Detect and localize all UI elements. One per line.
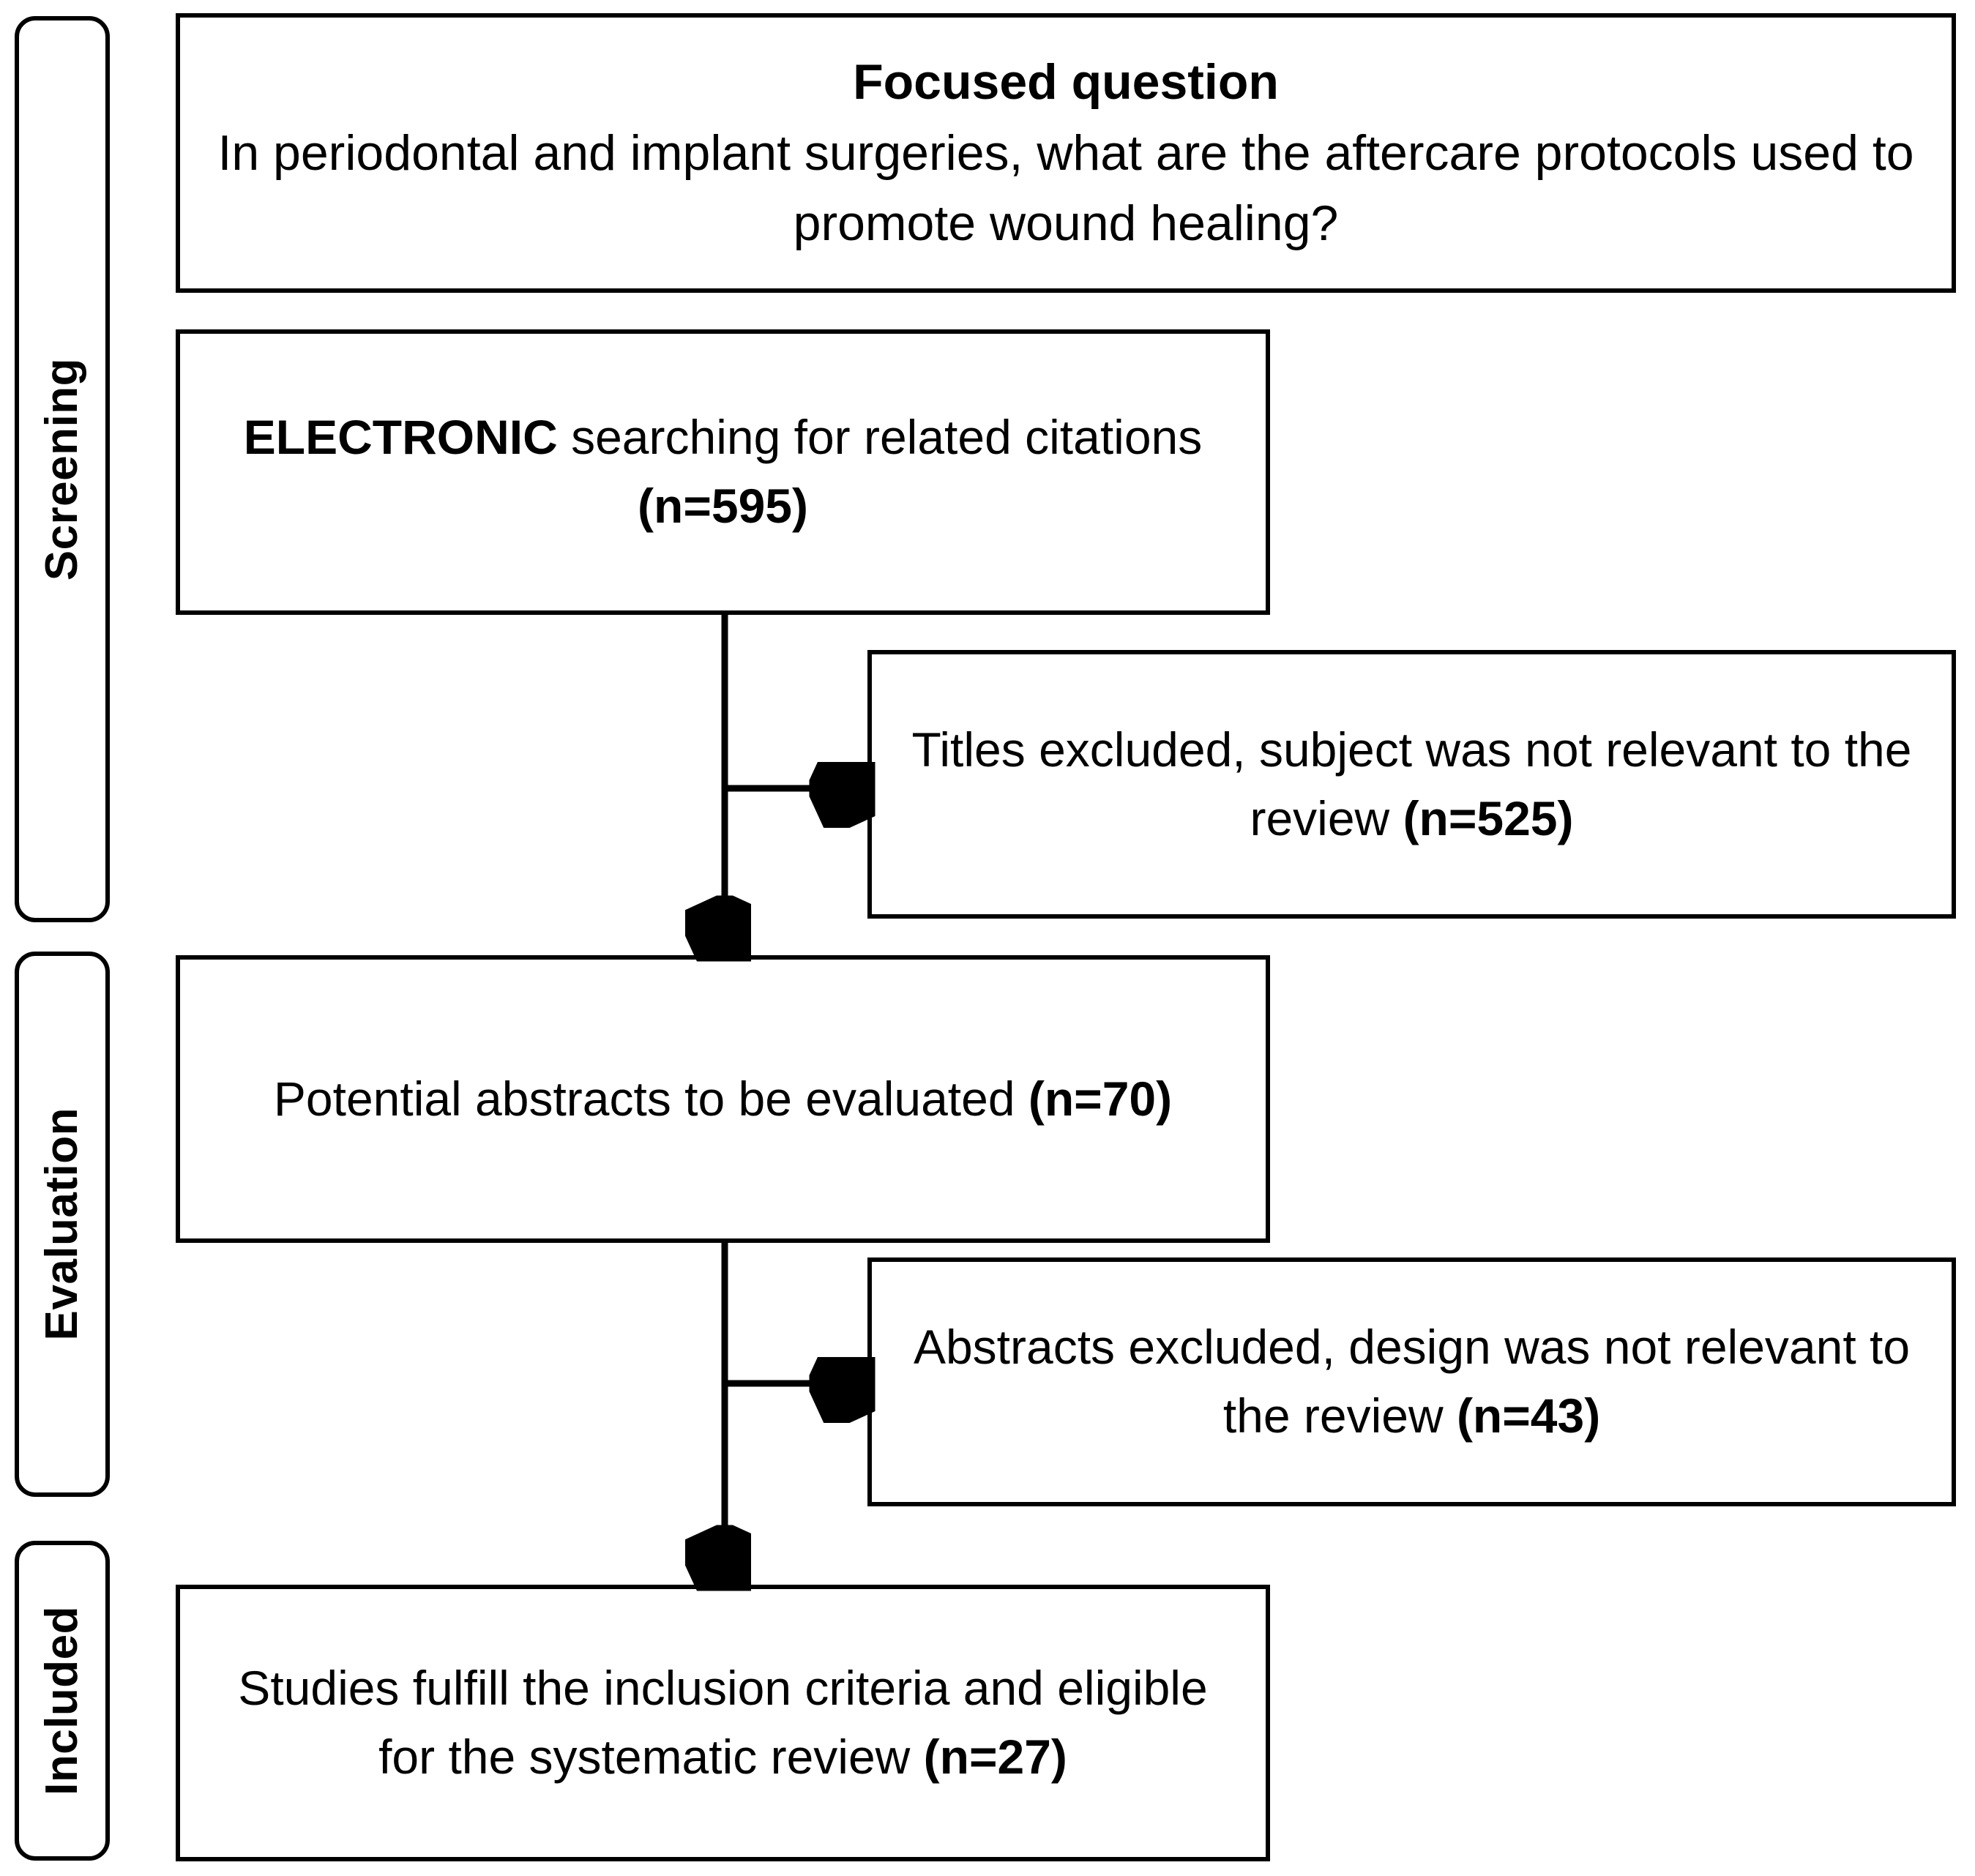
box-titles-excluded-count: (n=525) [1403,791,1574,845]
stage-tab-evaluation: Evaluation [15,952,110,1497]
box-studies-included-body: Studies fulfill the inclusion criteria a… [238,1661,1208,1784]
box-focused-question-body: In periodontal and implant surgeries, wh… [217,124,1914,252]
stage-tab-included-label: Included [37,1606,87,1795]
box-potential-abstracts-body: Potential abstracts to be evaluated [273,1071,1028,1126]
box-focused-question-text: Focused question In periodontal and impla… [180,47,1952,259]
box-titles-excluded-text: Titles excluded, subject was not relevan… [872,716,1952,853]
box-focused-question-heading: Focused question [853,54,1279,111]
box-abstracts-excluded-body: Abstracts excluded, design was not relev… [913,1320,1911,1443]
box-electronic-search-count: (n=595) [638,479,808,533]
box-electronic-search-emphasis: ELECTRONIC [243,410,558,465]
box-potential-abstracts-text: Potential abstracts to be evaluated (n=7… [249,1065,1197,1134]
box-electronic-search-body: searching for related citations [557,410,1203,465]
box-electronic-search-text: ELECTRONIC searching for related citatio… [180,403,1266,540]
box-studies-included: Studies fulfill the inclusion criteria a… [176,1585,1270,1861]
box-electronic-search: ELECTRONIC searching for related citatio… [176,329,1270,615]
box-abstracts-excluded-text: Abstracts excluded, design was not relev… [872,1313,1952,1450]
box-potential-abstracts-count: (n=70) [1028,1071,1173,1126]
stage-tab-screening: Screening [15,16,110,922]
box-abstracts-excluded: Abstracts excluded, design was not relev… [867,1257,1956,1506]
stage-tab-screening-label: Screening [37,357,87,581]
box-studies-included-text: Studies fulfill the inclusion criteria a… [180,1654,1266,1791]
box-abstracts-excluded-count: (n=43) [1456,1389,1601,1443]
box-focused-question: Focused question In periodontal and impla… [176,13,1956,293]
stage-tab-included: Included [15,1541,110,1861]
box-titles-excluded: Titles excluded, subject was not relevan… [867,650,1956,919]
box-studies-included-count: (n=27) [923,1730,1067,1784]
box-potential-abstracts: Potential abstracts to be evaluated (n=7… [176,955,1270,1243]
box-titles-excluded-body: Titles excluded, subject was not relevan… [911,722,1912,845]
stage-tab-evaluation-label: Evaluation [37,1107,87,1341]
